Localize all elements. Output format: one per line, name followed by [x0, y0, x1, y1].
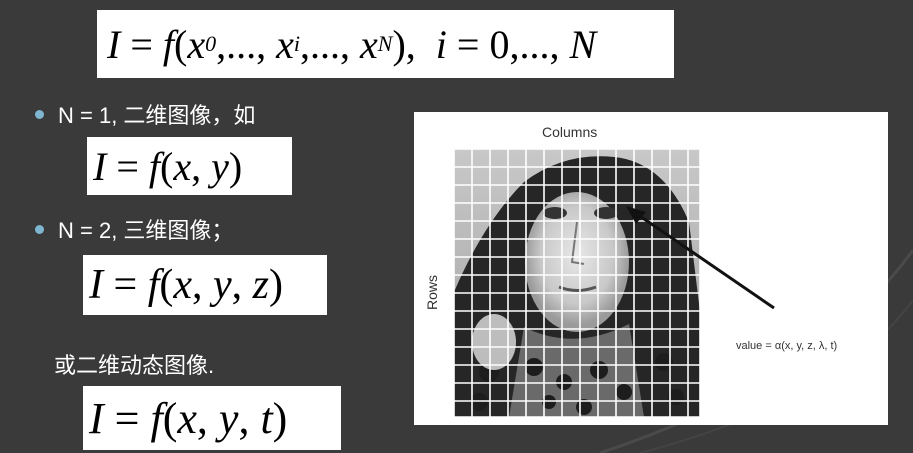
portrait-grid-image: [453, 148, 775, 418]
equation-dynamic: I = f(x, y, t): [83, 386, 341, 450]
bullet-n1-text: N = 1, 二维图像，如: [58, 103, 256, 128]
value-label: value = α(x, y, z, λ, t): [736, 340, 838, 352]
bullet-dot-icon: [35, 224, 44, 234]
columns-label: Columns: [542, 124, 598, 140]
image-grid-figure: Columns Rows: [414, 112, 888, 425]
pixel-arrow: [633, 210, 775, 310]
bullet-dot-icon: [35, 109, 44, 119]
equation-2d: I = f(x, y): [87, 137, 292, 195]
equation-3d: I = f(x, y, z): [83, 255, 327, 315]
bullet-n2: N = 2, 三维图像；: [35, 213, 233, 245]
bullet-n2-text: N = 2, 三维图像；: [58, 218, 234, 243]
bullet-n1: N = 1, 二维图像，如: [35, 98, 255, 130]
dynamic-image-text: 或二维动态图像.: [54, 353, 215, 378]
